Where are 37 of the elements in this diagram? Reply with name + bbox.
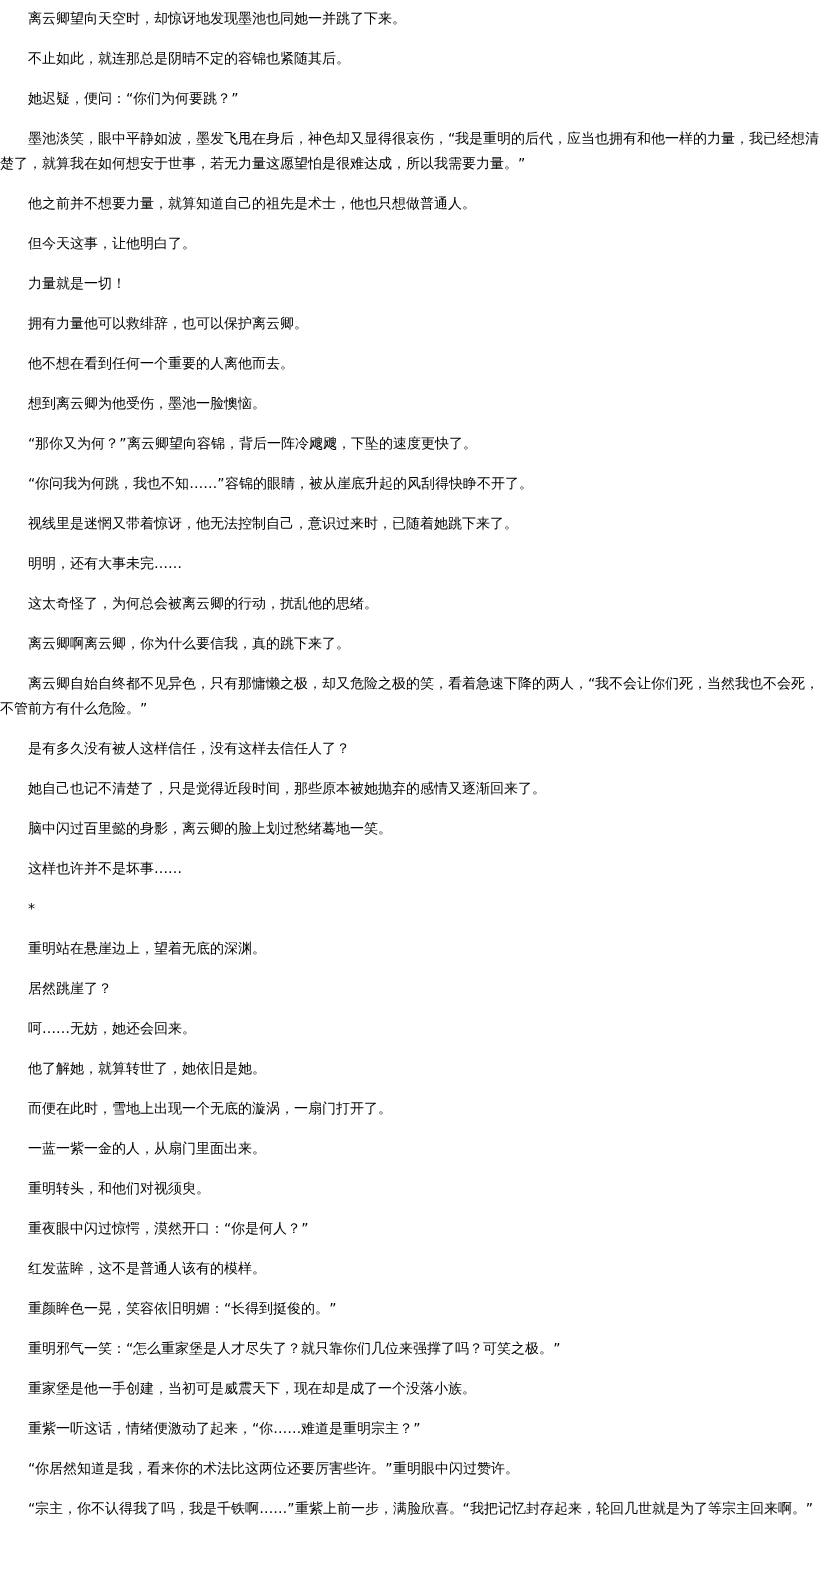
paragraph: 脑中闪过百里懿的身影，离云卿的脸上划过愁绪蓦地一笑。 xyxy=(27,819,393,838)
paragraph: 一蓝一紫一金的人，从扇门里面出来。 xyxy=(27,1139,267,1158)
paragraph: 而便在此时，雪地上出现一个无底的漩涡，一扇门打开了。 xyxy=(27,1099,393,1118)
paragraph: “那你又为何？”离云卿望向容锦，背后一阵冷飕飕，下坠的速度更快了。 xyxy=(27,434,478,453)
paragraph: 是有多久没有被人这样信任，没有这样去信任人了？ xyxy=(27,739,351,758)
paragraph: 重家堡是他一手创建，当初可是威震天下，现在却是成了一个没落小族。 xyxy=(27,1379,477,1398)
paragraph: 重明转头，和他们对视须臾。 xyxy=(27,1179,211,1198)
paragraph: 她迟疑，便问：“你们为何要跳？” xyxy=(27,89,240,108)
paragraph: 呵……无妨，她还会回来。 xyxy=(27,1019,197,1038)
paragraph: 他不想在看到任何一个重要的人离他而去。 xyxy=(27,354,295,373)
paragraph: 重夜眼中闪过惊愕，漠然开口：“你是何人？” xyxy=(27,1219,310,1238)
paragraph: 红发蓝眸，这不是普通人该有的模样。 xyxy=(27,1259,267,1278)
paragraph: 这样也许并不是坏事…… xyxy=(27,859,183,878)
paragraph: 她自己也记不清楚了，只是觉得近段时间，那些原本被她抛弃的感情又逐渐回来了。 xyxy=(27,779,547,798)
paragraph: 重紫一听这话，情绪便激动了起来，“你……难道是重明宗主？” xyxy=(27,1419,422,1438)
paragraph: 居然跳崖了？ xyxy=(27,979,113,998)
paragraph: 视线里是迷惘又带着惊讶，他无法控制自己，意识过来时，已随着她跳下来了。 xyxy=(27,514,519,533)
paragraph: 重明站在悬崖边上，望着无底的深渊。 xyxy=(27,939,267,958)
paragraph: 离云卿啊离云卿，你为什么要信我，真的跳下来了。 xyxy=(27,634,351,653)
paragraph: 不止如此，就连那总是阴晴不定的容锦也紧随其后。 xyxy=(27,49,351,68)
paragraph: 拥有力量他可以救绯辞，也可以保护离云卿。 xyxy=(27,314,309,333)
paragraph: 力量就是一切！ xyxy=(27,274,127,293)
paragraph: “你问我为何跳，我也不知……”容锦的眼睛，被从崖底升起的风刮得快睁不开了。 xyxy=(27,474,534,493)
paragraph: “宗主，你不认得我了吗，我是千铁啊……”重紫上前一步，满脸欣喜。“我把记忆封存起来，轮回几世就是为了等宗主回来啊。” xyxy=(27,1499,814,1518)
paragraph: 明明，还有大事未完…… xyxy=(27,554,183,573)
paragraph: 他了解她，就算转世了，她依旧是她。 xyxy=(27,1059,267,1078)
paragraph: 重颜眸色一晃，笑容依旧明媚：“长得到挺俊的。” xyxy=(27,1299,338,1318)
paragraph: 重明邪气一笑：“怎么重家堡是人才尽失了？就只靠你们几位来强撑了吗？可笑之极。” xyxy=(27,1339,562,1358)
paragraph: 墨池淡笑，眼中平静如波，墨发飞甩在身后，神色却又显得很哀伤，“我是重明的后代，应当也拥有和他一样的力量，我已经想清楚了，就算我在如何想安于世事，若无力量这愿望怕是很难达成，所以我需要力量。” xyxy=(0,129,820,173)
paragraph: 离云卿自始自终都不见异色，只有那慵懒之极，却又危险之极的笑，看着急速下降的两人，“我不会让你们死，当然我也不会死，不管前方有什么危险。” xyxy=(0,674,820,718)
paragraph: * xyxy=(27,899,36,918)
paragraph: 但今天这事，让他明白了。 xyxy=(27,234,197,253)
paragraph: “你居然知道是我，看来你的术法比这两位还要厉害些许。”重明眼中闪过赞许。 xyxy=(27,1459,520,1478)
paragraph: 想到离云卿为他受伤，墨池一脸懊恼。 xyxy=(27,394,267,413)
paragraph: 他之前并不想要力量，就算知道自己的祖先是术士，他也只想做普通人。 xyxy=(27,194,477,213)
paragraph: 这太奇怪了，为何总会被离云卿的行动，扰乱他的思绪。 xyxy=(27,594,379,613)
paragraph: 离云卿望向天空时，却惊讶地发现墨池也同她一并跳了下来。 xyxy=(27,9,407,28)
